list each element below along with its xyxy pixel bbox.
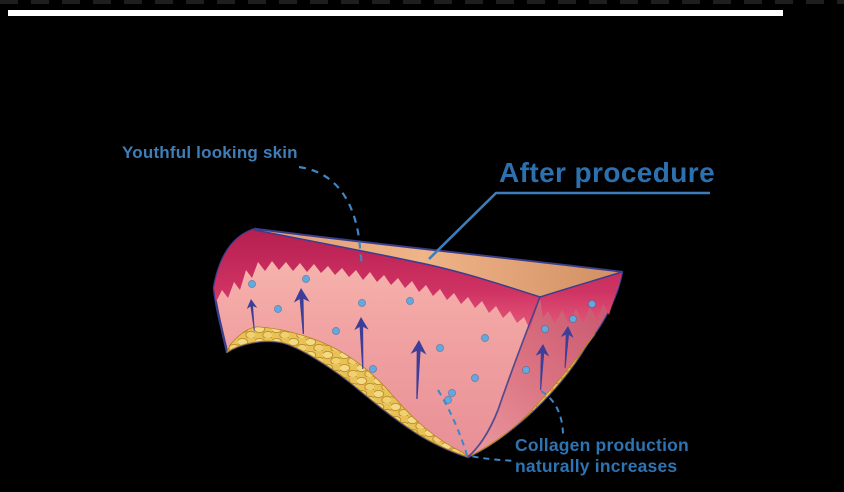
collagen-dot <box>480 333 490 343</box>
fat-layer-side <box>467 333 596 458</box>
collagen-dot <box>470 373 480 383</box>
label-collagen-line1: Collagen production <box>515 435 689 455</box>
upward-arrow <box>246 299 258 331</box>
collagen-dot <box>301 274 311 284</box>
upward-arrow <box>535 344 550 390</box>
collagen-dot <box>587 299 597 309</box>
epidermis-band-side <box>540 272 622 324</box>
collagen-dot <box>273 304 283 314</box>
leader-line-collagen-lower <box>437 389 517 462</box>
upward-arrows <box>246 288 574 399</box>
top-dashed-strip <box>0 0 844 4</box>
label-youthful-looking-skin: Youthful looking skin <box>122 143 298 162</box>
collagen-dots <box>247 274 597 405</box>
label-collagen-line2: naturally increases <box>515 456 678 476</box>
collagen-dot <box>435 343 445 353</box>
collagen-dot <box>405 296 415 306</box>
collagen-dot <box>447 388 457 398</box>
label-collagen-production: Collagen production naturally increases <box>515 435 689 477</box>
skin-surface-top <box>254 228 623 298</box>
leader-line-collagen-upper <box>540 390 564 437</box>
fat-layer-front <box>226 326 469 458</box>
collagen-dot <box>568 314 578 324</box>
upward-arrow <box>410 340 427 399</box>
upward-arrow <box>560 326 574 368</box>
collagen-dot <box>331 326 341 336</box>
collagen-dot <box>521 365 531 375</box>
collagen-dot <box>247 279 257 289</box>
collagen-dot <box>540 324 550 334</box>
face-crease-edge <box>467 296 541 458</box>
collagen-dot <box>357 298 367 308</box>
top-white-bar <box>8 10 783 16</box>
leader-line-youthful <box>298 165 364 267</box>
upward-arrow <box>293 288 310 334</box>
leader-line-after-procedure <box>428 191 710 260</box>
collagen-dot <box>368 364 378 374</box>
epidermis-band-front <box>214 229 540 330</box>
upward-arrow <box>354 317 369 369</box>
label-after-procedure: After procedure <box>499 157 716 188</box>
